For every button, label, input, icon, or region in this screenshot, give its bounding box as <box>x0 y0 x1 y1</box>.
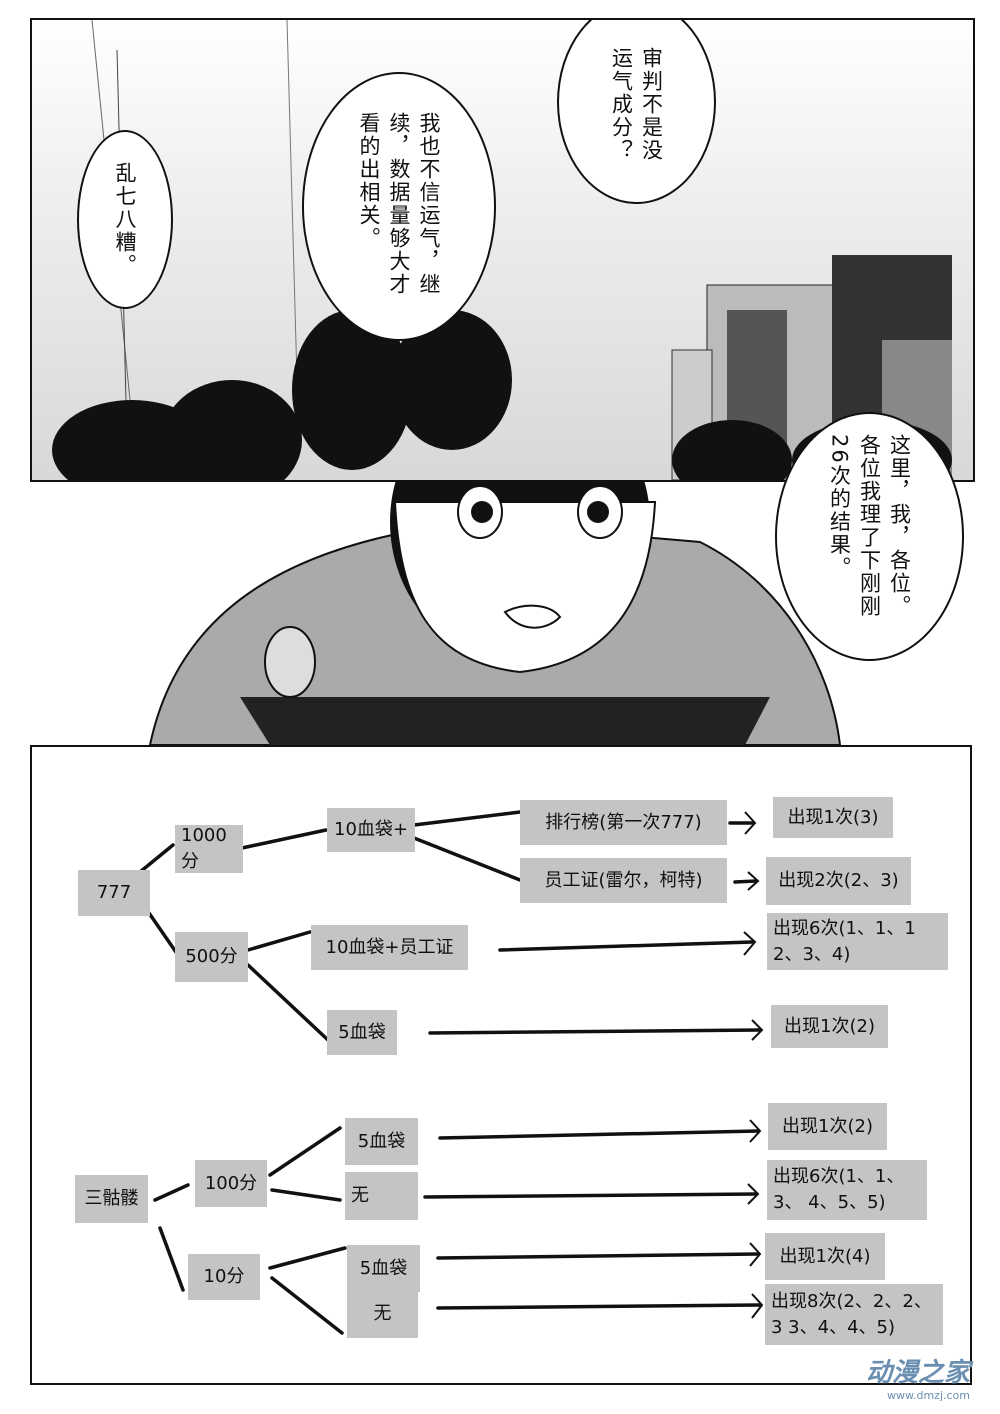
background-art <box>52 20 952 480</box>
speech-bubble-results: 这里，我，各位。各位我理了下刚刚26次的结果。 <box>775 412 964 661</box>
result-10-bloodbags-badge: 出现6次(1、1、1 2、3、4) <box>767 913 948 970</box>
node-three-skulls: 三骷髅 <box>75 1175 148 1223</box>
node-10-bloodbags-plus: 10血袋+ <box>327 808 415 852</box>
speech-bubble-mess: 乱七八糟。 <box>77 130 173 309</box>
node-100-5-bloodbags: 5血袋 <box>345 1118 418 1165</box>
result-5-bloodbags: 出现1次(2) <box>771 1005 888 1048</box>
panel-street-scene: 乱七八糟。 我也不信运气，继续，数据量够大才看的出相关。 审判不是没运气成分？ <box>30 18 975 482</box>
result-100-5-bloodbags: 出现1次(2) <box>768 1103 887 1150</box>
node-leaderboard: 排行榜(第一次777) <box>520 800 727 845</box>
result-100-none: 出现6次(1、1、3、 4、5、5) <box>767 1160 927 1220</box>
speech-text: 我也不信运气，继续，数据量够大才看的出相关。 <box>357 111 441 296</box>
result-10-5-bloodbags: 出现1次(4) <box>765 1233 885 1280</box>
node-100-none: 无 <box>345 1172 418 1220</box>
panel-woman: 这里，我，各位。各位我理了下刚刚26次的结果。 <box>0 412 1000 745</box>
speech-text: 乱七八糟。 <box>113 162 137 277</box>
node-1000-points: 1000分 <box>175 825 243 873</box>
node-10-none: 无 <box>347 1290 418 1338</box>
node-500-points: 500分 <box>175 932 248 982</box>
result-10-none: 出现8次(2、2、2、3 3、4、4、5) <box>765 1284 943 1345</box>
node-100-points: 100分 <box>195 1160 267 1207</box>
node-10-5-bloodbags: 5血袋 <box>347 1245 420 1292</box>
woman-illustration <box>148 482 842 745</box>
node-employee-badge: 员工证(雷尔，柯特) <box>520 858 727 903</box>
watermark-name: 动漫之家 <box>865 1358 970 1388</box>
result-employee-badge: 出现2次(2、3) <box>766 857 911 905</box>
watermark-url: www.dmzj.com <box>887 1389 970 1402</box>
result-leaderboard: 出现1次(3) <box>773 797 893 838</box>
node-10-points: 10分 <box>188 1254 260 1300</box>
node-10-bloodbags-badge: 10血袋+员工证 <box>311 925 468 970</box>
node-777: 777 <box>78 870 150 916</box>
speech-bubble-luck: 审判不是没运气成分？ <box>557 20 716 204</box>
speech-text: 审判不是没运气成分？ <box>609 47 664 162</box>
node-5-bloodbags: 5血袋 <box>327 1010 397 1055</box>
speech-text: 这里，我，各位。各位我理了下刚刚26次的结果。 <box>827 434 912 618</box>
speech-bubble-data: 我也不信运气，继续，数据量够大才看的出相关。 <box>302 72 496 341</box>
watermark: 动漫之家 www.dmzj.com <box>866 1352 970 1402</box>
